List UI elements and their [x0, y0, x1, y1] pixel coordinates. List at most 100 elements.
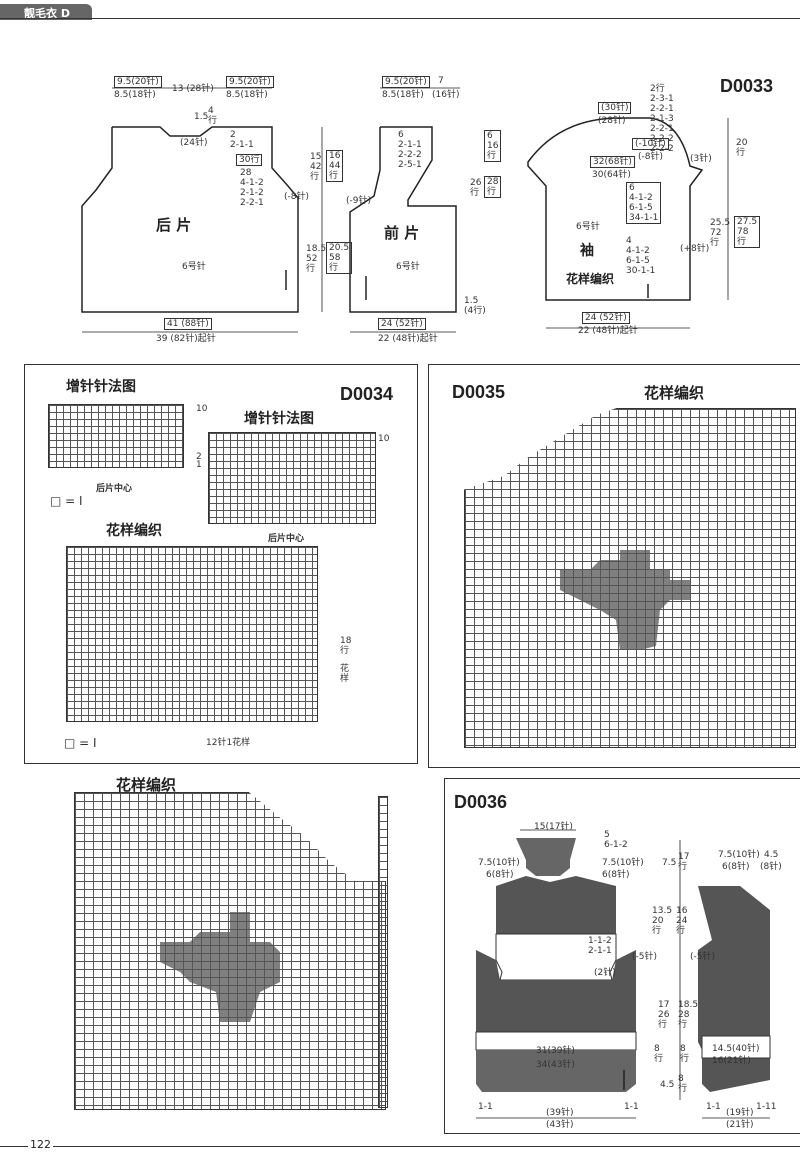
d0036-side-bottom: (19针) — [726, 1108, 754, 1118]
d0033-mid-upper2: 16 44 行 — [326, 150, 344, 182]
page-number: 122 — [28, 1138, 53, 1151]
d0036-bottom: (39针) — [546, 1108, 574, 1118]
d0036-bottom-sub: (43针) — [546, 1120, 574, 1130]
d0036-arm1: 13.5 20 行 — [652, 906, 673, 936]
d0033-back-shape2: 28 4-1-2 2-1-2 2-2-1 — [240, 168, 264, 208]
d0036-collar-shape: 5 6-1-2 — [604, 830, 628, 850]
d0036-decrease: (-5针) — [632, 952, 657, 962]
d0036-side-corner-right: 1-11 — [756, 1102, 777, 1112]
d0033-front-bottom: 24 (52针) — [378, 318, 426, 330]
d0034-center1: 后片中心 — [96, 484, 133, 494]
d0034-chart1-1: 1 — [196, 460, 202, 470]
d0034-chart2-10: 10 — [378, 434, 390, 444]
d0036-side-rib: 14.5(40针) — [712, 1044, 760, 1054]
d0034-chart1-2: 2 — [196, 452, 202, 462]
d0033-back-top-right: 9.5(20针) — [226, 76, 274, 88]
d0033-front-name: 前 片 — [384, 224, 420, 242]
d0033-front-needle: 6号针 — [396, 262, 420, 272]
d0036-hem-height: 4.5 — [660, 1080, 675, 1090]
d0036-neck-left: 7.5(10针) — [478, 858, 520, 868]
d0036-decrease2: (-5针) — [690, 952, 715, 962]
d0033-back-top-left-sub: 8.5(18针) — [114, 90, 156, 100]
header-tab — [0, 4, 92, 20]
d0034-chart1 — [48, 404, 184, 468]
d0036-neck-right-sub: 6(8针) — [602, 870, 630, 880]
d0033-front-shape: 6 2-1-1 2-2-2 2-5-1 — [398, 130, 422, 170]
d0036-side-sub: 6(8针) — [722, 862, 750, 872]
d0036-corner-right: 1-1 — [624, 1102, 639, 1112]
d0033-back-top-left: 9.5(20针) — [114, 76, 162, 88]
d0033-back-outline — [81, 87, 729, 333]
d0034-row-label: 18 行 — [340, 636, 352, 656]
d0033-sleeve-inc-shape: 4 4-1-2 6-1-5 30-1-1 — [626, 236, 656, 276]
d0033-sleeve-cap-rows: (3针) — [690, 154, 712, 164]
d0033-sleeve-length: 25.5 72 行 — [710, 218, 731, 248]
d0033-sleeve-bottom-sub: 22 (48针)起针 — [578, 326, 638, 336]
d0033-front-hem: 1.5 (4行) — [464, 296, 486, 316]
d0033-sleeve-inc-box: 6 4-1-2 6-1-5 34-1-1 — [626, 182, 662, 224]
d0036-arm2: 16 24 行 — [676, 906, 688, 936]
d0033-sleeve-name: 袖 — [580, 243, 594, 259]
d0036-collar-rows: 7.5 — [662, 858, 677, 868]
d0034-pattern-title: 花样编织 — [106, 523, 162, 539]
d0036-neck-right: 7.5(10针) — [602, 858, 644, 868]
d0036-collar-top: 15(17针) — [534, 822, 573, 832]
d0033-sleeve-cap-box: (-10针) — [632, 138, 669, 150]
d0036-collar-rows2: 17 行 — [678, 852, 690, 872]
d0035b-title: 花样编织 — [116, 776, 177, 794]
d0034-chart2 — [208, 432, 376, 524]
d0036-rib-sub: 34(43针) — [536, 1060, 575, 1070]
d0036-hem-height2: 8 行 — [678, 1074, 688, 1094]
d0034-code: D0034 — [340, 384, 394, 404]
d0034-legend2: □ = Ⅰ — [64, 736, 97, 750]
d0033-sleeve-needle: 6号针 — [576, 222, 600, 232]
d0033-sleeve-cap-top: (30针) — [598, 102, 632, 114]
d0033-back-top-mid: 13 (28针) — [172, 84, 214, 94]
d0036-panel — [444, 778, 800, 1134]
d0036-side-top2: 4.5 — [764, 850, 779, 860]
d0033-front-arm: 28 行 — [484, 176, 502, 198]
d0035b-edge-strip — [378, 796, 388, 1108]
d0034-center2: 后片中心 — [268, 534, 305, 544]
d0033-mid-lower2: 20.5 58 行 — [326, 242, 353, 274]
d0036-shape1: 1-1-2 2-1-1 — [588, 936, 612, 956]
d0033-sleeve-width-box: 32(68针) — [590, 156, 635, 168]
d0033-back-needle: 6号针 — [182, 262, 206, 272]
d0033-sleeve-inc: (+8针) — [680, 244, 710, 254]
d0036-rib-height: 8 行 — [654, 1044, 664, 1064]
d0034-legend1: □ = Ⅰ — [50, 494, 83, 508]
d0033-back-rows-box: 30行 — [236, 154, 263, 166]
d0033-sleeve-length2: 27.5 78 行 — [734, 216, 761, 248]
d0036-code: D0036 — [454, 792, 508, 812]
d0033-front-top-right: 7 — [438, 76, 444, 86]
d0033-front-arm2: 26 行 — [470, 178, 482, 198]
d0036-side-corner-left: 1-1 — [706, 1102, 721, 1112]
d0034-title2: 增针针法图 — [244, 411, 314, 427]
d0033-mid-lower: 18.5 52 行 — [306, 244, 327, 274]
d0036-side-bottom-sub: (21针) — [726, 1120, 754, 1130]
header-line — [0, 18, 800, 19]
d0036-side-top: 7.5(10针) — [718, 850, 760, 860]
d0033-back-decrease: (-8针) — [284, 192, 309, 202]
d0036-rib-height2: 8 行 — [680, 1044, 690, 1064]
header-tab-label: 靓毛衣 D — [24, 7, 70, 20]
d0033-sleeve-width-sub: 30(64针) — [592, 170, 631, 180]
d0034-repeat: 12针1花样 — [206, 738, 251, 748]
d0035b-motif — [160, 912, 280, 1022]
d0036-corner-left: 1-1 — [478, 1102, 493, 1112]
d0036-front-shape — [475, 829, 771, 1119]
d0033-mid-upper: 15 42 行 — [310, 152, 322, 182]
d0035-code: D0035 — [452, 382, 506, 402]
d0033-front-decrease: (-9针) — [346, 196, 371, 206]
d0033-sleeve-cap-sub2: (-8针) — [638, 152, 663, 162]
d0033-back-neck-rows: 4 行 — [208, 106, 218, 126]
d0036-side-sub2: (8针) — [760, 862, 782, 872]
d0033-sleeve-cap-sub: (28针) — [598, 116, 626, 126]
d0033-back-neck-stitches: (24针) — [180, 138, 208, 148]
d0034-title1: 增针针法图 — [66, 379, 136, 395]
d0034-chart1-10: 10 — [196, 404, 208, 414]
d0034-panel — [24, 364, 418, 764]
d0033-back-bottom: 41 (88针) — [164, 318, 212, 330]
d0035-motif — [560, 550, 690, 650]
d0036-st2: (2针) — [594, 968, 616, 978]
